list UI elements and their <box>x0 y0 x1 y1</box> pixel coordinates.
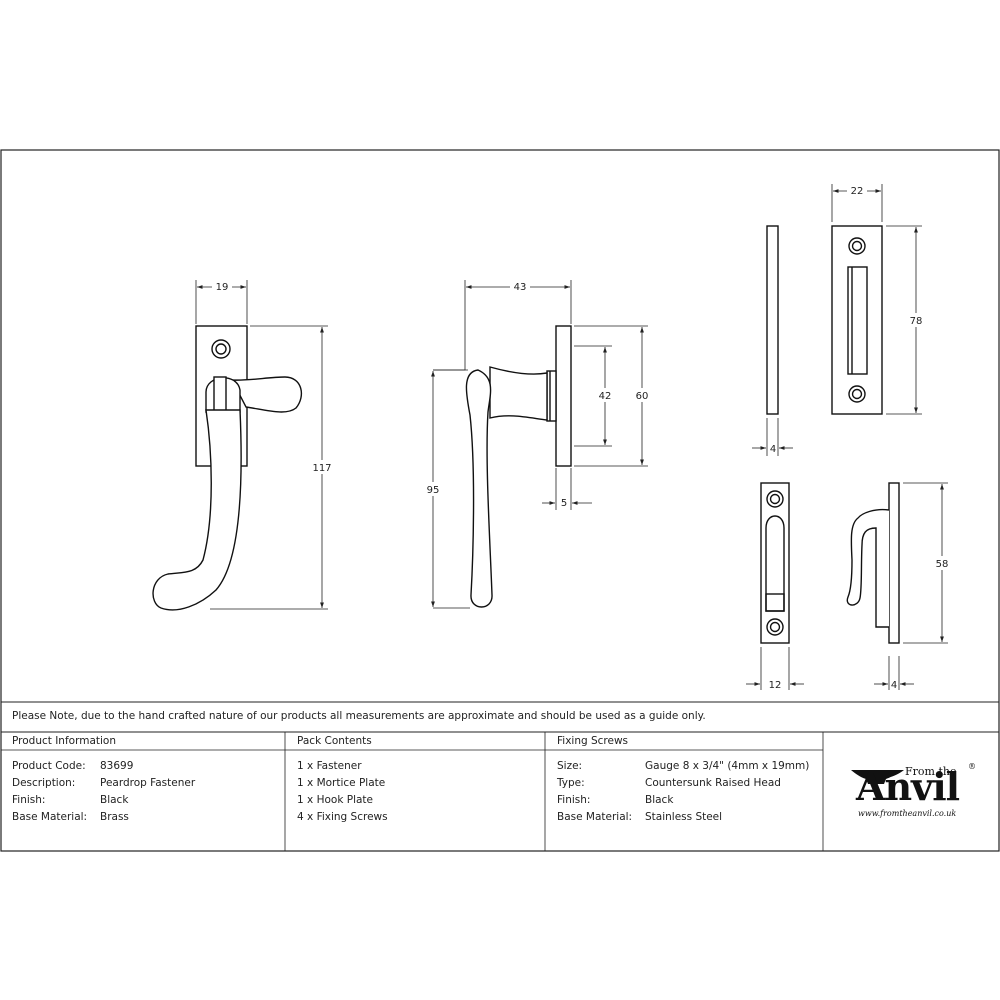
pack-item: 1 x Hook Plate <box>297 794 373 806</box>
dim-hook-plate-depth: 4 <box>891 680 897 691</box>
dim-side-height: 95 <box>427 485 440 496</box>
description-label: Description: <box>12 777 76 789</box>
drawing-frame <box>0 149 1000 852</box>
dim-mortice-height: 78 <box>910 316 923 327</box>
screw-size-value: Gauge 8 x 3/4" (4mm x 19mm) <box>645 760 810 772</box>
mortice-plate-edge <box>766 225 779 415</box>
hook-profile <box>846 508 890 628</box>
dim-mortice-depth: 4 <box>770 444 776 455</box>
pack-item: 1 x Mortice Plate <box>297 777 386 789</box>
cam-lever <box>230 376 303 413</box>
fastener-front-view <box>152 325 303 611</box>
side-handle <box>465 369 493 608</box>
finish-label: Finish: <box>12 794 46 806</box>
logo-url: www.fromtheanvil.co.uk <box>858 809 957 818</box>
base-material-label: Base Material: <box>12 811 88 823</box>
dim-base-outer: 60 <box>636 391 649 402</box>
logo-brand: Anvil <box>856 764 960 809</box>
dim-side-projection: 43 <box>514 282 527 293</box>
side-dimensions <box>431 280 648 609</box>
product-code-label: Product Code: <box>12 760 86 772</box>
measurement-note: Please Note, due to the hand crafted nat… <box>12 710 706 722</box>
base-material-value: Brass <box>100 811 129 823</box>
logo-registered: ® <box>968 762 976 771</box>
screw-type-value: Countersunk Raised Head <box>645 777 781 789</box>
boss-slot <box>213 376 227 413</box>
pack-contents-header: Pack Contents <box>297 735 372 747</box>
dim-base-thickness: 5 <box>561 498 567 509</box>
hook-slot <box>765 515 785 612</box>
dim-fastener-width: 19 <box>216 282 229 293</box>
fastener-side-view <box>465 325 572 608</box>
screw-finish-value: Black <box>645 794 674 806</box>
peardrop-handle <box>152 409 242 611</box>
product-information-header: Product Information <box>12 735 116 747</box>
pack-item: 4 x Fixing Screws <box>297 811 388 823</box>
dim-hook-plate-width: 12 <box>769 680 782 691</box>
side-baseplate <box>555 325 572 467</box>
product-code-value: 83699 <box>100 760 134 772</box>
dim-fastener-height: 117 <box>312 463 331 474</box>
anvil-logo-mark <box>851 770 904 784</box>
dim-hook-plate-height: 58 <box>936 559 949 570</box>
pack-item: 1 x Fastener <box>297 760 362 772</box>
logo-from-the: From the <box>905 765 957 778</box>
description-value: Peardrop Fastener <box>100 777 196 789</box>
screw-size-label: Size: <box>557 760 583 772</box>
screw-material-value: Stainless Steel <box>645 811 723 823</box>
hook-plate-edge <box>888 482 900 644</box>
fixing-screws-header: Fixing Screws <box>557 735 629 747</box>
screw-finish-label: Finish: <box>557 794 591 806</box>
side-boss <box>546 370 557 422</box>
finish-value: Black <box>100 794 129 806</box>
dim-base-inner: 42 <box>599 391 612 402</box>
mortice-plate-face <box>831 225 883 415</box>
hook-plate-views <box>760 482 900 644</box>
screw-hole-top-inner <box>215 343 227 355</box>
mortice-plate-views <box>766 225 883 415</box>
dim-mortice-width: 22 <box>851 186 864 197</box>
mortice-slot <box>847 266 868 375</box>
screw-hole-top <box>211 339 231 359</box>
side-neck <box>489 366 548 421</box>
screw-type-label: Type: <box>557 777 585 789</box>
screw-material-label: Base Material: <box>557 811 633 823</box>
